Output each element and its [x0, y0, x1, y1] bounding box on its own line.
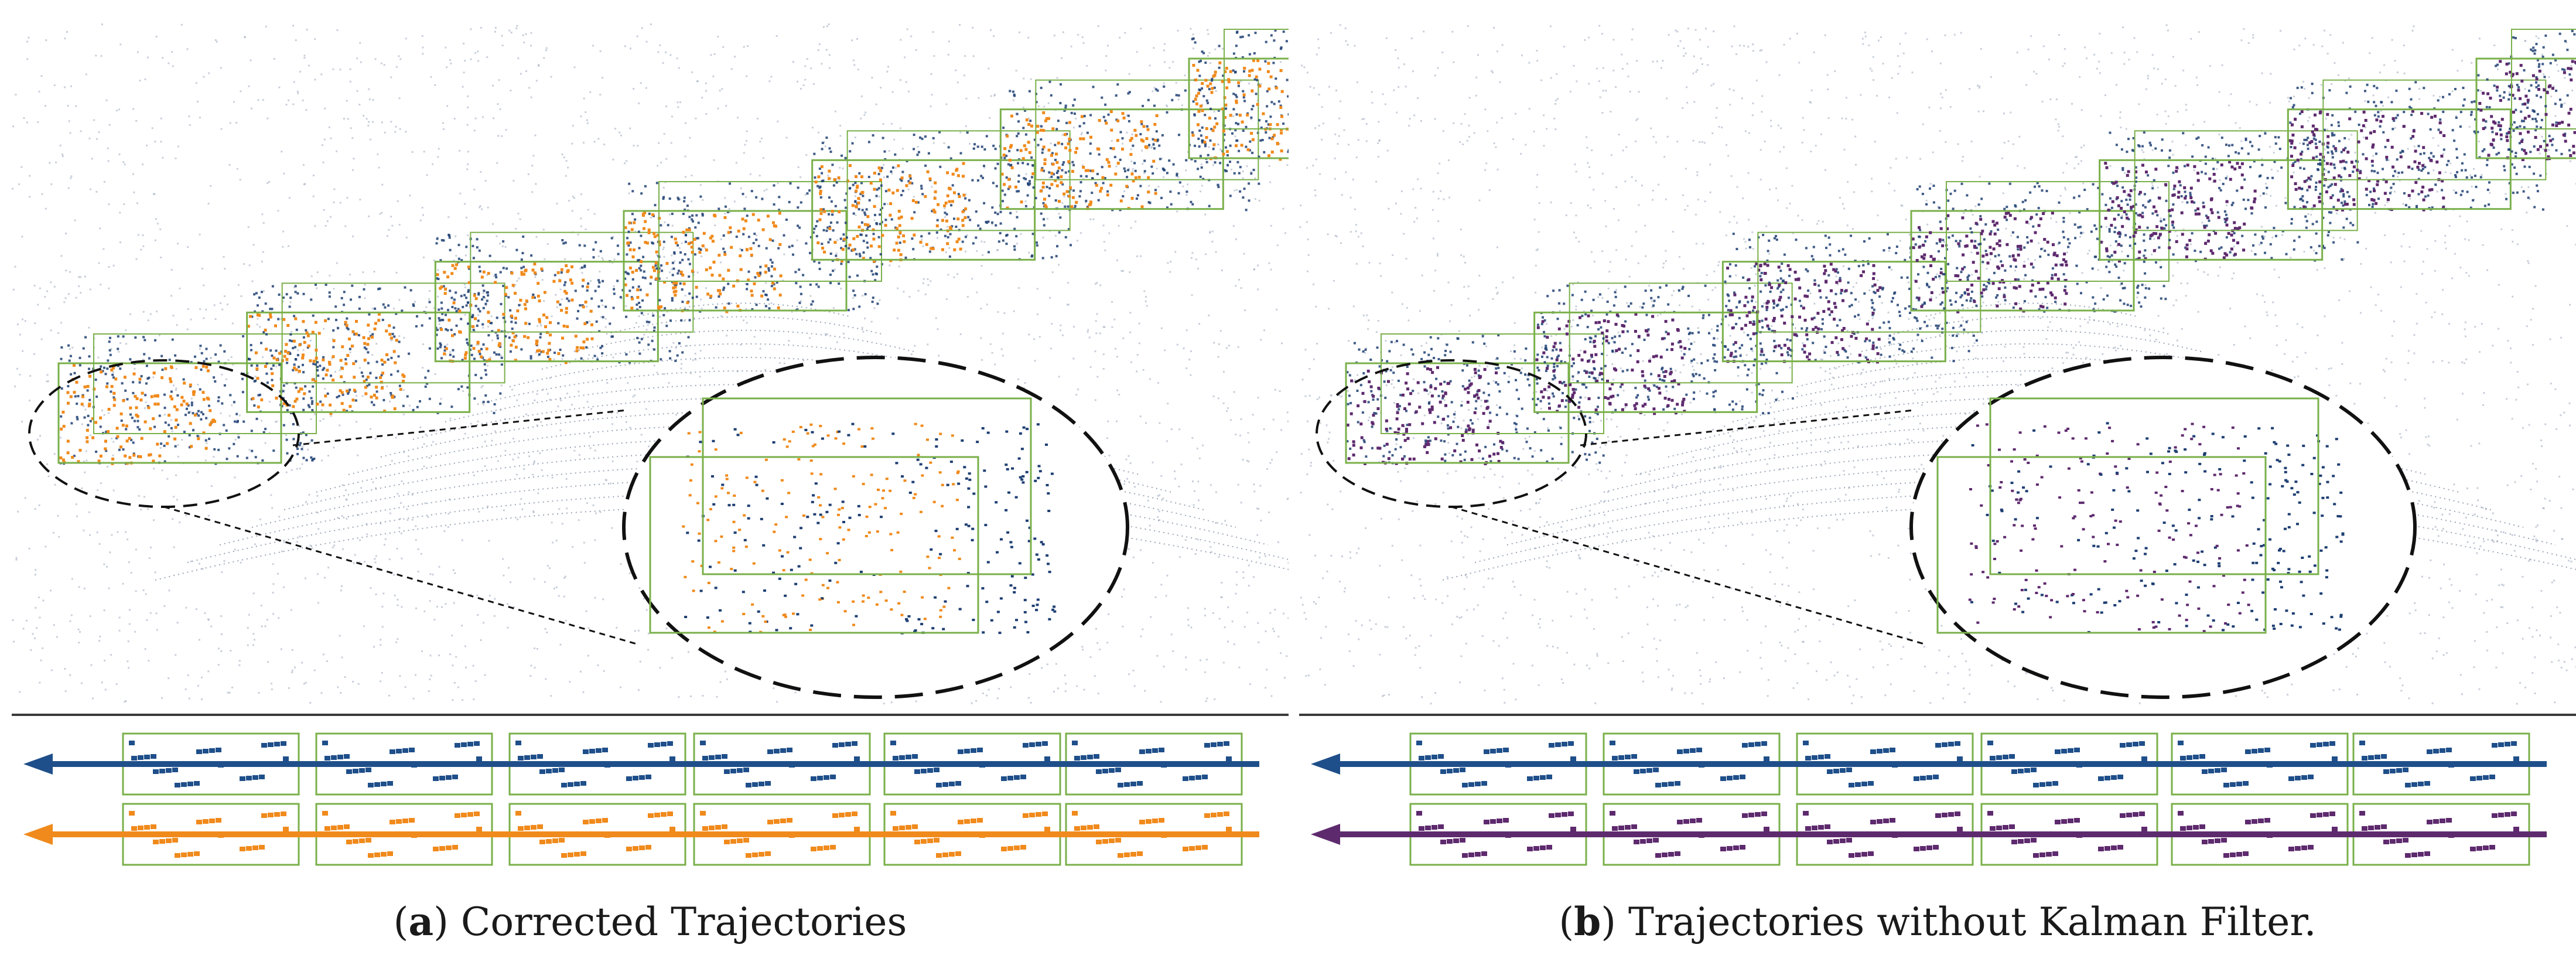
vehicle-box [1533, 282, 1794, 415]
trajectory-strip-b [1311, 732, 2547, 866]
vehicle-box [811, 130, 1072, 263]
ground-points [12, 23, 1289, 705]
vehicle-box [2475, 29, 2576, 161]
reference-track-row [1311, 732, 2547, 796]
vehicle-box [246, 282, 507, 415]
compared-track-row [1311, 803, 2547, 866]
trajectory-strip-a [23, 732, 1259, 866]
zoomed-vehicle [1909, 356, 2417, 699]
caption-b: (b) Trajectories without Kalman Filter. [1559, 899, 2317, 944]
vehicle-box [623, 181, 883, 313]
caption-letter: a [408, 899, 434, 944]
vehicle-box [2287, 79, 2547, 212]
vehicle-box [1188, 29, 1289, 161]
caption-text: Corrected Trajectories [460, 899, 907, 944]
caption-text: Trajectories without Kalman Filter. [1628, 899, 2317, 944]
divider-line [12, 714, 1289, 716]
compared-track-row [23, 803, 1259, 866]
panel-a: (a) Corrected Trajectories [12, 0, 1289, 965]
vehicle-box [1721, 231, 1981, 364]
point-cloud-scene-a [12, 23, 1289, 705]
vehicle-box [999, 79, 1260, 212]
caption-letter: b [1574, 899, 1601, 944]
panel-b: (b) Trajectories without Kalman Filter. [1299, 0, 2576, 965]
zoomed-vehicle [622, 356, 1129, 699]
point-cloud-scene-b [1299, 24, 2576, 705]
reference-track-row [23, 732, 1259, 796]
zoom-connectors [1451, 409, 1926, 646]
vehicle-box [1345, 333, 1605, 465]
bounding-boxes [57, 29, 1289, 465]
vehicle-box [434, 231, 695, 364]
divider-line [1299, 714, 2576, 716]
vehicle-box [1910, 181, 2170, 313]
caption-a: (a) Corrected Trajectories [393, 899, 907, 944]
vehicle-box [2099, 130, 2359, 263]
zoom-connectors [163, 409, 639, 646]
bounding-boxes [1345, 29, 2576, 465]
